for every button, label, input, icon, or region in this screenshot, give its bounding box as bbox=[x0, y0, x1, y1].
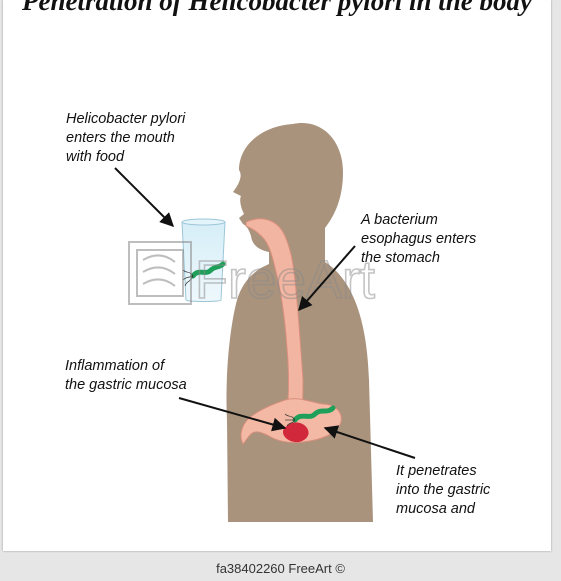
watermark-logo bbox=[128, 241, 192, 305]
label-esophagus-line-3: the stomach bbox=[361, 250, 440, 266]
label-mouth-line-3: with food bbox=[66, 149, 125, 165]
bacterium-in-stomach bbox=[292, 405, 336, 423]
image-frame: Penetration of Helicobacter pylori in th… bbox=[3, 0, 551, 551]
arrow-inflammation bbox=[178, 397, 287, 432]
arrow-penetrates bbox=[323, 425, 416, 459]
label-penetrates-line-1: It penetrates bbox=[396, 463, 477, 479]
diagram-illustration: FreeArt bbox=[114, 123, 416, 523]
label-esophagus: A bacterium esophagus enters the stomach bbox=[361, 211, 476, 268]
inflamed-spot bbox=[283, 422, 309, 443]
label-penetrates: It penetrates into the gastric mucosa an… bbox=[396, 462, 490, 519]
label-inflammation: Inflammation of the gastric mucosa bbox=[65, 357, 187, 395]
bacterium-in-glass bbox=[190, 261, 226, 279]
label-penetrates-line-2: into the gastric bbox=[396, 482, 491, 498]
label-inflammation-line-1: Inflammation of bbox=[65, 358, 165, 374]
label-mouth-line-1: Helicobacter pylori bbox=[66, 111, 186, 127]
image-id-footer: fa38402260 FreeArt © bbox=[216, 561, 345, 576]
glass-of-water bbox=[181, 221, 226, 302]
watermark-text: FreeArt bbox=[195, 250, 375, 310]
label-mouth-line-2: enters the mouth bbox=[66, 130, 175, 146]
label-inflammation-line-2: the gastric mucosa bbox=[65, 377, 187, 393]
label-esophagus-line-2: esophagus enters bbox=[361, 231, 477, 247]
label-mouth: Helicobacter pylori enters the mouth wit… bbox=[66, 110, 185, 167]
diagram-title: Penetration of Helicobacter pylori in th… bbox=[22, 0, 532, 16]
label-penetrates-line-3: mucosa and bbox=[396, 501, 475, 517]
human-silhouette bbox=[226, 123, 373, 523]
arrow-esophagus bbox=[298, 245, 356, 312]
arrow-mouth bbox=[114, 167, 174, 227]
label-esophagus-line-1: A bacterium bbox=[361, 212, 438, 228]
